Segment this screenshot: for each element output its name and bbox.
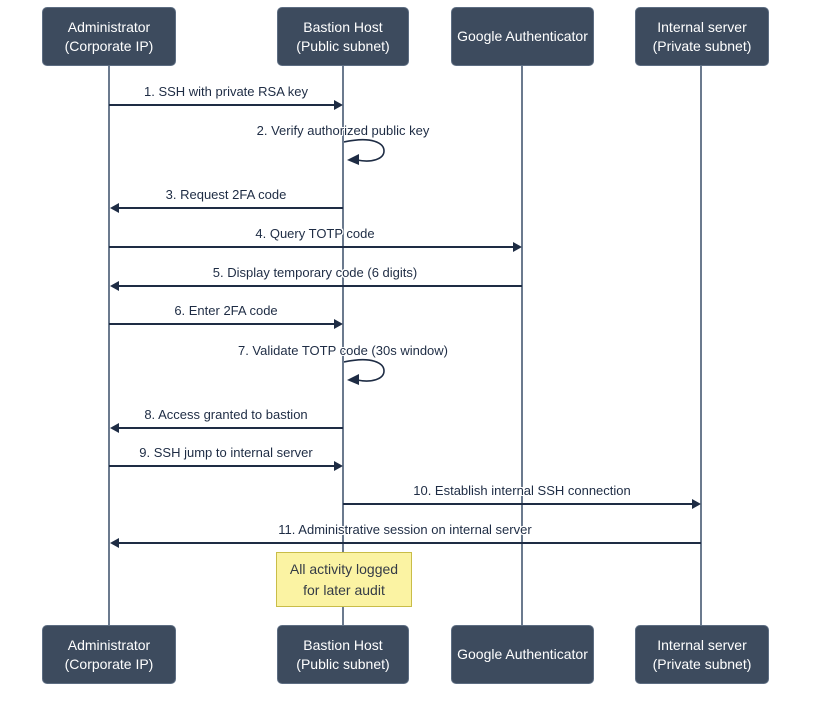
- message-9-line: [109, 465, 335, 467]
- message-11-label: 11. Administrative session on internal s…: [278, 522, 532, 537]
- actor-label: Google Authenticator: [457, 28, 588, 45]
- actor-label: Google Authenticator: [457, 646, 588, 663]
- message-11-line: [118, 542, 701, 544]
- actor-bastion-host-bottom: Bastion Host (Public subnet): [277, 625, 409, 684]
- actor-google-authenticator-top: Google Authenticator: [451, 7, 594, 66]
- arrowhead-left-icon: [110, 538, 119, 548]
- message-2-label: 2. Verify authorized public key: [256, 123, 430, 138]
- message-10-line: [343, 503, 693, 505]
- arrowhead-right-icon: [334, 461, 343, 471]
- actor-label: Bastion Host (Public subnet): [296, 19, 390, 54]
- arrowhead-right-icon: [334, 319, 343, 329]
- message-8-label: 8. Access granted to bastion: [144, 407, 308, 422]
- message-6-line: [109, 323, 335, 325]
- arrowhead-left-icon: [110, 281, 119, 291]
- actor-label: Administrator (Corporate IP): [64, 19, 154, 54]
- lifeline-internal-server: [700, 66, 702, 625]
- self-loop-icon: [344, 358, 385, 385]
- message-4-label: 4. Query TOTP code: [255, 226, 375, 241]
- message-7-label: 7. Validate TOTP code (30s window): [237, 343, 449, 358]
- lifeline-bastion-host: [342, 66, 344, 625]
- message-3-line: [118, 207, 343, 209]
- arrowhead-right-icon: [692, 499, 701, 509]
- message-1-label: 1. SSH with private RSA key: [143, 84, 308, 99]
- actor-google-authenticator-bottom: Google Authenticator: [451, 625, 594, 684]
- lifeline-google-authenticator: [521, 66, 523, 625]
- actor-internal-server-top: Internal server (Private subnet): [635, 7, 769, 66]
- message-5-line: [118, 285, 522, 287]
- self-loop-icon: [344, 138, 385, 165]
- message-10-label: 10. Establish internal SSH connection: [413, 483, 631, 498]
- arrowhead-right-icon: [513, 242, 522, 252]
- message-8-line: [118, 427, 343, 429]
- message-5-label: 5. Display temporary code (6 digits): [212, 265, 418, 280]
- message-3-label: 3. Request 2FA code: [165, 187, 287, 202]
- actor-internal-server-bottom: Internal server (Private subnet): [635, 625, 769, 684]
- message-1-line: [109, 104, 335, 106]
- lifeline-administrator: [108, 66, 110, 625]
- message-4-line: [109, 246, 514, 248]
- note-audit-log: All activity logged for later audit: [276, 552, 412, 607]
- arrowhead-right-icon: [334, 100, 343, 110]
- actor-label: Bastion Host (Public subnet): [296, 637, 390, 672]
- actor-administrator-top: Administrator (Corporate IP): [42, 7, 176, 66]
- actor-label: Internal server (Private subnet): [652, 637, 752, 672]
- actor-label: Administrator (Corporate IP): [64, 637, 154, 672]
- message-9-label: 9. SSH jump to internal server: [139, 445, 313, 460]
- arrowhead-left-icon: [110, 423, 119, 433]
- actor-label: Internal server (Private subnet): [652, 19, 752, 54]
- actor-administrator-bottom: Administrator (Corporate IP): [42, 625, 176, 684]
- message-6-label: 6. Enter 2FA code: [174, 303, 278, 318]
- actor-bastion-host-top: Bastion Host (Public subnet): [277, 7, 409, 66]
- arrowhead-left-icon: [110, 203, 119, 213]
- note-label: All activity logged for later audit: [289, 561, 399, 598]
